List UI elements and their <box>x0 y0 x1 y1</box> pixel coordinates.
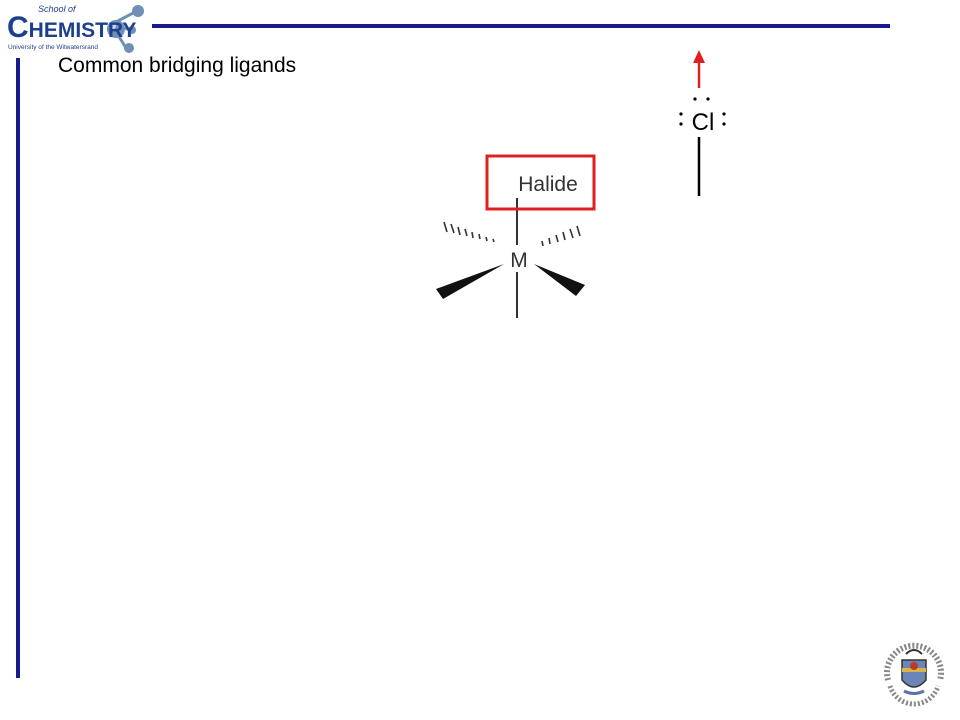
halide-highlight-box <box>485 154 596 211</box>
metal-label: M <box>510 249 528 272</box>
molecule-icon <box>107 5 144 53</box>
logo-chem-initial: C <box>7 11 29 44</box>
lone-pair-dots <box>679 97 726 126</box>
hashed-bond-left <box>443 221 495 243</box>
hashed-bond-right <box>541 225 581 247</box>
school-logo: School of CHEMISTRY University of the Wi… <box>2 2 152 54</box>
logo-chem-rest: HEMISTRY <box>28 19 137 42</box>
halide-label: Halide <box>518 173 578 196</box>
logo-chemistry-text: CHEMISTRY <box>7 12 136 47</box>
logo-university-text: University of the Witwatersrand <box>8 44 98 51</box>
header-rule <box>152 24 890 28</box>
wedge-bond-left <box>436 264 504 299</box>
logo-school-text: School of <box>38 4 76 14</box>
slide-title: Common bridging ligands <box>58 54 297 77</box>
donation-arrow-head <box>693 50 705 63</box>
university-crest-icon <box>884 642 944 707</box>
left-rule <box>16 58 20 678</box>
wedge-bond-right <box>534 264 585 296</box>
chloride-label: Cl <box>692 109 715 136</box>
